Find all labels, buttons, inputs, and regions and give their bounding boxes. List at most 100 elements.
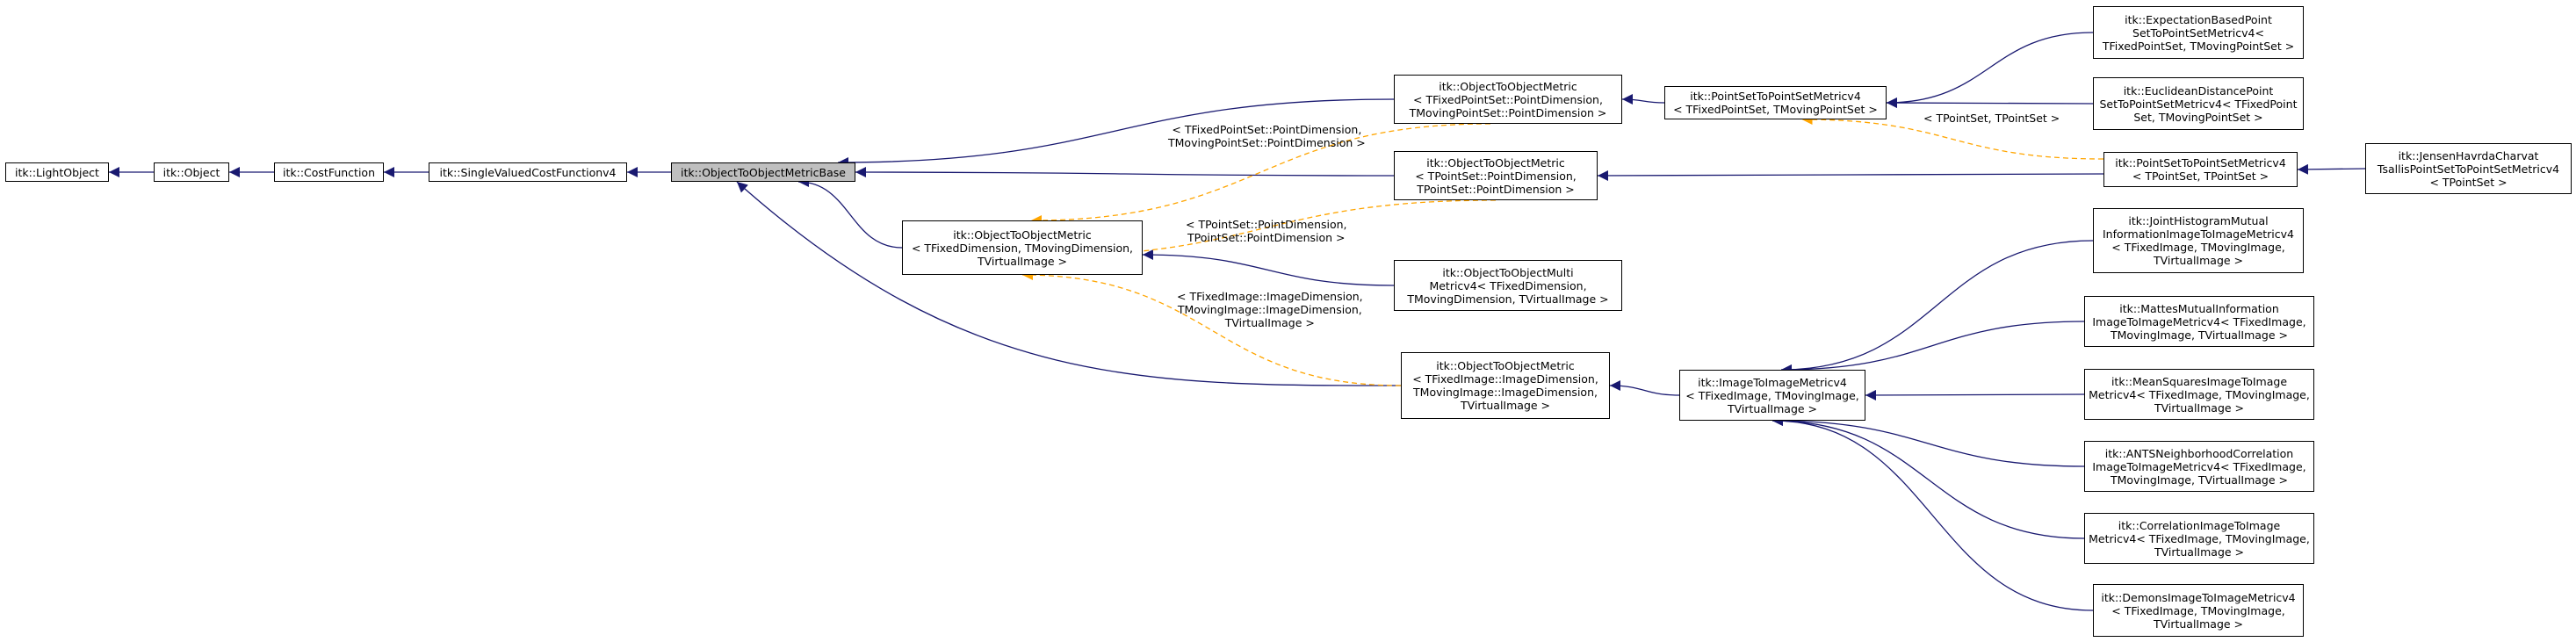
class-node-text: < TPointSet::PointDimension, — [1415, 169, 1577, 183]
class-node-light-object[interactable]: itk::LightObject — [5, 162, 109, 182]
class-node-text: itk::DemonsImageToImageMetricv4 — [2101, 590, 2296, 604]
class-node-text: ImageToImageMetricv4< TFixedImage, — [2092, 314, 2306, 328]
inheritance-edge-o2o-image-to-o2o-base — [736, 181, 1402, 386]
class-node-text: itk::Object — [162, 165, 220, 179]
class-node-text: < TFixedImage, TMovingImage, — [2111, 241, 2285, 254]
class-node-text: itk::PointSetToPointSetMetricv4 — [1690, 90, 1861, 103]
inheritance-edge-o2o-pointset-single-to-o2o-base — [855, 167, 1395, 178]
class-node-text: TFixedPointSet, TMovingPointSet > — [2102, 39, 2295, 53]
class-node-text: Metricv4< TFixedDimension, — [1429, 278, 1587, 292]
template-edge-ps2ps-single-to-ps2ps-pair — [1801, 114, 2104, 160]
inheritance-edge-joint-hist-to-img2img — [1780, 240, 2094, 375]
class-node-text: ImageToImageMetricv4< TFixedImage, — [2092, 459, 2306, 473]
class-node-text: TPointSet::PointDimension > — [1417, 182, 1575, 196]
class-node-text: itk::ImageToImageMetricv4 — [1698, 375, 1847, 389]
class-node-text: TMovingImage::ImageDimension, — [1413, 386, 1598, 399]
class-node-text: InformationImageToImageMetricv4 — [2102, 227, 2295, 241]
inheritance-edge-expectation-to-ps2ps-pair — [1886, 32, 2094, 108]
class-node-object[interactable]: itk::Object — [154, 162, 229, 182]
class-node-text: TsallisPointSetToPointSetMetricv4 — [2377, 162, 2560, 176]
class-node-text: SetToPointSetMetricv4< — [2132, 25, 2264, 40]
edge-label-pointset-single-args: < TPointSet::PointDimension,TPointSet::P… — [1186, 218, 1347, 244]
class-node-text: itk::ObjectToObjectMetric — [1426, 155, 1565, 170]
class-node-text: itk::ObjectToObjectMetric — [1439, 79, 1577, 93]
inheritance-edge-mean-squares-to-img2img — [1865, 389, 2085, 400]
class-node-text: < TFixedImage, TMovingImage, — [1685, 388, 1859, 402]
class-node-text: TMovingImage, TVirtualImage > — [2111, 472, 2288, 487]
inheritance-edge-jensen-to-ps2ps-single — [2297, 163, 2366, 175]
class-node-text: < TFixedPointSet::PointDimension, — [1413, 92, 1603, 106]
edge-label-ps2ps-args: < TPointSet, TPointSet > — [1923, 112, 2060, 125]
class-node-text: < TFixedImage, TMovingImage, — [2111, 603, 2285, 617]
edge-label-text: < TPointSet::PointDimension, — [1186, 218, 1347, 231]
class-node-text: itk::ObjectToObjectMetric — [953, 227, 1092, 242]
class-node-o2o-base: itk::ObjectToObjectMetricBase — [671, 162, 855, 182]
inheritance-edge-o2o-generic-to-o2o-base — [797, 177, 903, 249]
class-node-text: itk::LightObject — [15, 165, 99, 179]
class-node-text: itk::SingleValuedCostFunctionv4 — [439, 165, 617, 179]
class-node-text: itk::ANTSNeighborhoodCorrelation — [2104, 446, 2294, 460]
inheritance-edge-euclidean-to-ps2ps-pair — [1886, 97, 2094, 109]
class-node-text: itk::MattesMutualInformation — [2119, 301, 2279, 315]
inheritance-edge-o2o-multi-to-o2o-generic — [1142, 249, 1395, 286]
class-node-text: itk::PointSetToPointSetMetricv4 — [2115, 156, 2286, 170]
edge-label-text: TMovingImage::ImageDimension, — [1177, 303, 1362, 316]
edge-label-text: < TFixedPointSet::PointDimension, — [1172, 123, 1362, 136]
edge-label-text: TMovingPointSet::PointDimension > — [1168, 136, 1366, 149]
class-node-text: TMovingDimension, TVirtualImage > — [1407, 292, 1609, 306]
class-node-o2o-generic[interactable]: itk::ObjectToObjectMetric< TFixedDimensi… — [902, 220, 1143, 275]
class-node-text: itk::JointHistogramMutual — [2128, 214, 2269, 227]
inheritance-edge-ants-to-img2img — [1771, 415, 2085, 467]
inheritance-edge-img2img-to-o2o-image — [1609, 380, 1680, 396]
class-node-cost-function[interactable]: itk::CostFunction — [274, 162, 384, 182]
inheritance-edge-ps2ps-single-to-o2o-pointset-single — [1597, 170, 2104, 181]
class-node-text: < TPointSet > — [2429, 175, 2507, 189]
class-node-text: SetToPointSetMetricv4< TFixedPoint — [2099, 97, 2298, 111]
class-node-text: TVirtualImage > — [1727, 401, 1818, 415]
class-node-text: TVirtualImage > — [1460, 399, 1551, 412]
inheritance-edge-correlation-to-img2img — [1771, 415, 2085, 539]
class-node-text: TVirtualImage > — [2154, 400, 2245, 415]
edge-label-text: TVirtualImage > — [1224, 316, 1315, 329]
class-node-single-valued[interactable]: itk::SingleValuedCostFunctionv4 — [429, 162, 627, 182]
class-node-text: < TFixedImage::ImageDimension, — [1412, 372, 1598, 386]
edge-label-pointset-pair-args: < TFixedPointSet::PointDimension,TMoving… — [1168, 123, 1366, 149]
inheritance-edge-mattes-to-img2img — [1780, 321, 2085, 375]
class-node-text: itk::CorrelationImageToImage — [2118, 518, 2281, 532]
edge-label-text: TPointSet::PointDimension > — [1187, 231, 1346, 244]
template-edge-o2o-pointset-pair-to-o2o-generic — [1030, 123, 1491, 226]
edge-label-text: < TFixedImage::ImageDimension, — [1177, 290, 1363, 303]
inheritance-edge-o2o-pointset-pair-to-o2o-base — [837, 98, 1395, 168]
class-node-text: itk::ObjectToObjectMulti — [1442, 265, 1574, 279]
class-node-text: TVirtualImage > — [977, 254, 1068, 268]
edge-label-text: < TPointSet, TPointSet > — [1923, 112, 2060, 125]
class-node-o2o-pointset-pair[interactable]: itk::ObjectToObjectMetric< TFixedPointSe… — [1394, 75, 1622, 124]
inheritance-edge-demons-to-img2img — [1771, 415, 2094, 611]
edge-label-image-args: < TFixedImage::ImageDimension,TMovingIma… — [1177, 290, 1363, 329]
class-node-text: TVirtualImage > — [2153, 254, 2244, 267]
class-node-text: itk::EuclideanDistancePoint — [2123, 83, 2274, 97]
class-node-text: Set, TMovingPointSet > — [2133, 110, 2263, 124]
inheritance-edge-ps2ps-pair-to-o2o-pointset-pair — [1621, 94, 1665, 105]
class-node-demons[interactable]: itk::DemonsImageToImageMetricv4< TFixedI… — [2093, 584, 2304, 637]
class-node-text: TMovingImage, TVirtualImage > — [2111, 328, 2288, 342]
class-node-text: < TPointSet, TPointSet > — [2132, 170, 2269, 183]
class-node-ps2ps-pair[interactable]: itk::PointSetToPointSetMetricv4< TFixedP… — [1664, 86, 1887, 119]
class-node-text: < TFixedDimension, TMovingDimension, — [911, 241, 1134, 255]
class-node-img2img[interactable]: itk::ImageToImageMetricv4< TFixedImage, … — [1679, 370, 1865, 421]
class-node-o2o-image[interactable]: itk::ObjectToObjectMetric< TFixedImage::… — [1401, 352, 1610, 419]
class-node-o2o-pointset-single[interactable]: itk::ObjectToObjectMetric< TPointSet::Po… — [1394, 151, 1598, 200]
class-node-ps2ps-single[interactable]: itk::PointSetToPointSetMetricv4< TPointS… — [2103, 152, 2298, 187]
class-node-text: itk::ObjectToObjectMetric — [1436, 359, 1575, 372]
class-node-text: itk::ObjectToObjectMetricBase — [681, 165, 846, 179]
